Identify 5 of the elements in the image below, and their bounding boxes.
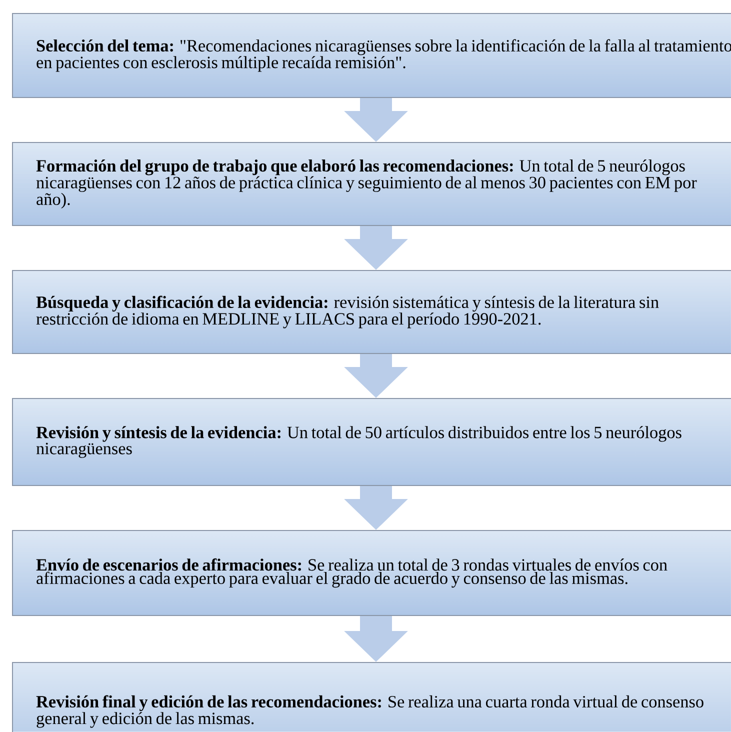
step-box: Revisión y síntesis de la evidencia: Un total de 50 artículos distribuidos entre los 5 neurólogos nicaragüenses [12, 398, 731, 486]
step-box: Búsqueda y clasificación de la evidencia: revisión sistemática y síntesis de la literatura sin restricción de idioma en MEDLINE y LILACS para el período 1990-2021. [12, 270, 731, 354]
step-box: Formación del grupo de trabajo que elaboró las recomendaciones: Un total de 5 neurólogos nicaragüenses con 12 años de práctica clínica y seguimiento de al menos 30 pacientes con EM por año). [12, 142, 731, 226]
step-box: Envío de escenarios de afirmaciones: Se realiza un total de 3 rondas virtuales de envíos con afirmaciones a cada experto para evaluar el grado de acuerdo y consenso de las mismas. [12, 530, 731, 616]
step-box: Revisión final y edición de las recomendaciones: Se realiza una cuarta ronda virtual de consenso general y edición de las mismas. [12, 662, 731, 732]
